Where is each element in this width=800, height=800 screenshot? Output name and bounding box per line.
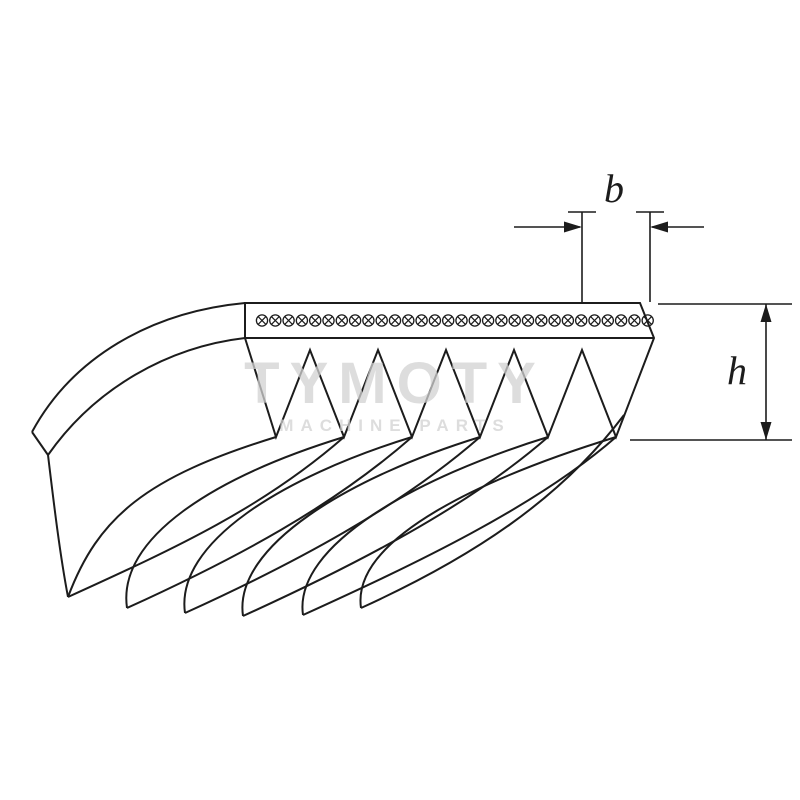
cross-hatch-symbol: [324, 316, 333, 325]
cross-hatch-symbol: [550, 316, 559, 325]
cross-hatch-symbol: [443, 316, 453, 325]
cross-hatch-symbol: [403, 316, 413, 325]
cross-hatch-symbol: [455, 314, 468, 327]
cross-hatch-symbol: [322, 314, 335, 327]
cross-hatch-symbol: [643, 316, 653, 325]
cross-hatch-symbol: [521, 314, 535, 327]
cross-hatch-symbol: [282, 314, 295, 327]
rib-groove-curve: [126, 436, 413, 609]
b-arrow-right-icon: [564, 221, 582, 233]
cross-hatch-symbol: [308, 314, 322, 327]
cross-hatch-symbol: [548, 314, 561, 327]
cross-hatch-symbol: [588, 314, 601, 327]
rib-groove-curve: [360, 414, 625, 609]
cross-hatch-symbol: [523, 316, 533, 325]
cross-hatch-symbol: [590, 316, 599, 325]
belt-body: [31, 302, 625, 617]
rib-groove-curve: [302, 436, 617, 616]
rib-groove-curve: [242, 436, 549, 617]
cross-hatch-symbol: [483, 316, 493, 325]
belt-back-outer-edge: [31, 302, 246, 433]
cross-hatch-symbol: [269, 314, 282, 327]
cross-hatch-symbol: [284, 316, 293, 325]
cross-hatch-symbol: [481, 314, 495, 327]
belt-cross-section: [244, 302, 656, 441]
watermark: TYMOTY MACHINE PARTS: [244, 351, 546, 435]
cross-hatch-symbol: [402, 314, 415, 327]
cross-hatch-symbol: [257, 316, 267, 325]
cross-hatch-symbol: [601, 314, 615, 327]
cross-hatch-symbol: [377, 316, 387, 325]
cross-hatch-symbol: [348, 314, 362, 327]
cross-hatch-symbol: [255, 314, 269, 327]
cross-section-outline: [244, 302, 656, 441]
cross-hatch-symbol: [310, 316, 320, 325]
cross-hatch-symbol: [561, 314, 575, 327]
cross-hatch-symbol: [470, 316, 480, 325]
cross-hatch-symbol: [576, 316, 586, 325]
cross-hatch-symbol: [417, 316, 426, 325]
cross-hatch-symbol: [457, 316, 466, 325]
watermark-subtitle: MACHINE PARTS: [279, 416, 510, 435]
rib-curve: [241, 436, 481, 617]
h-arrow-down-icon: [760, 422, 772, 440]
belt-back-inner-edge: [47, 337, 246, 456]
cross-hatch-symbol: [390, 316, 400, 325]
cross-hatch-symbol: [497, 316, 506, 325]
cross-hatch-symbol: [563, 316, 573, 325]
cross-hatch-symbol: [616, 316, 626, 325]
hatch-band: [255, 314, 654, 327]
cross-hatch-symbol: [362, 314, 375, 327]
rib-curve: [183, 436, 413, 614]
cross-hatch-symbol: [495, 314, 508, 327]
rib-curve: [67, 436, 277, 598]
rib-groove-curve: [67, 436, 345, 598]
cross-hatch-symbol: [630, 316, 639, 325]
cross-hatch-symbol: [536, 316, 546, 325]
watermark-title: TYMOTY: [244, 351, 546, 416]
cross-hatch-symbol: [510, 316, 520, 325]
cross-hatch-symbol: [430, 316, 440, 325]
b-dimension-label: b: [604, 166, 624, 211]
cross-hatch-symbol: [574, 314, 588, 327]
b-arrow-left-icon: [650, 221, 668, 233]
cross-hatch-symbol: [364, 316, 373, 325]
cross-hatch-symbol: [535, 314, 548, 327]
rib-curve: [359, 436, 617, 609]
cross-hatch-symbol: [295, 314, 309, 327]
cross-hatch-symbol: [415, 314, 428, 327]
belt-left-rib-edge: [47, 454, 69, 598]
cross-hatch-symbol: [337, 316, 347, 325]
rib-groove-curve: [184, 436, 481, 614]
cross-hatch-symbol: [297, 316, 307, 325]
h-dimension-label: h: [727, 348, 747, 393]
h-arrow-up-icon: [760, 304, 772, 322]
cross-hatch-symbol: [468, 314, 482, 327]
cross-hatch-symbol: [603, 316, 613, 325]
cross-hatch-symbol: [614, 314, 628, 327]
dimension-h: h: [630, 303, 792, 441]
dimension-b: b: [514, 166, 704, 302]
cross-hatch-symbol: [508, 314, 521, 327]
cross-hatch-symbol: [375, 314, 388, 327]
cross-hatch-symbol: [270, 316, 280, 325]
cross-hatch-symbol: [335, 314, 349, 327]
cross-hatch-symbol: [350, 316, 360, 325]
cross-hatch-symbol: [428, 314, 442, 327]
rib-curve: [125, 436, 345, 609]
cross-hatch-symbol: [441, 314, 455, 327]
cross-hatch-symbol: [388, 314, 402, 327]
cross-hatch-symbol: [628, 314, 641, 327]
belt-left-edge: [31, 431, 49, 456]
cross-hatch-symbol: [641, 314, 654, 327]
